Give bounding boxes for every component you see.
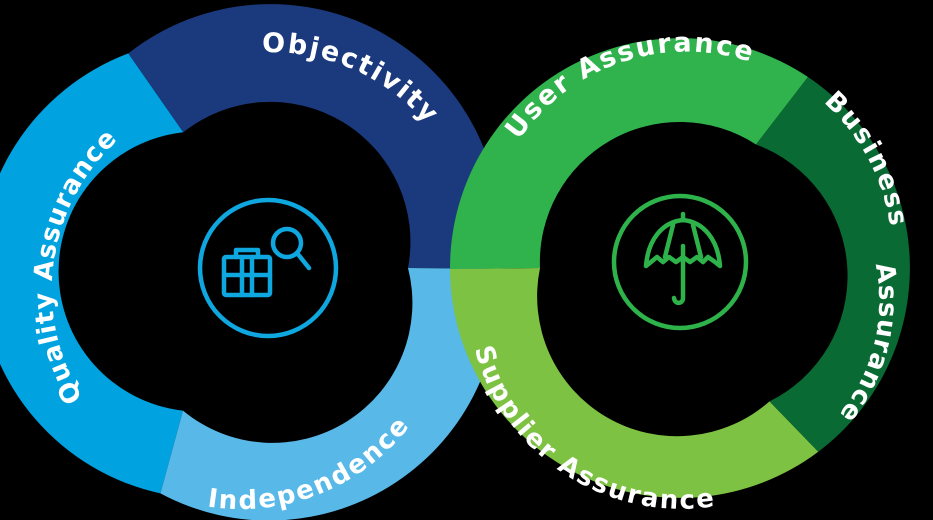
left-ring: [0, 4, 501, 520]
objectivity-segment: [128, 4, 501, 269]
user-assurance-segment: [449, 38, 808, 269]
business-assurance-segment: [756, 77, 910, 452]
independence-segment: [160, 268, 499, 520]
supplier-assurance-segment: [450, 268, 819, 498]
right-ring: [449, 38, 910, 498]
quality-assurance-segment: [0, 53, 184, 494]
briefcase-search-icon: [197, 197, 339, 339]
right-ring-center: [540, 128, 820, 408]
umbrella-icon: [611, 193, 749, 331]
